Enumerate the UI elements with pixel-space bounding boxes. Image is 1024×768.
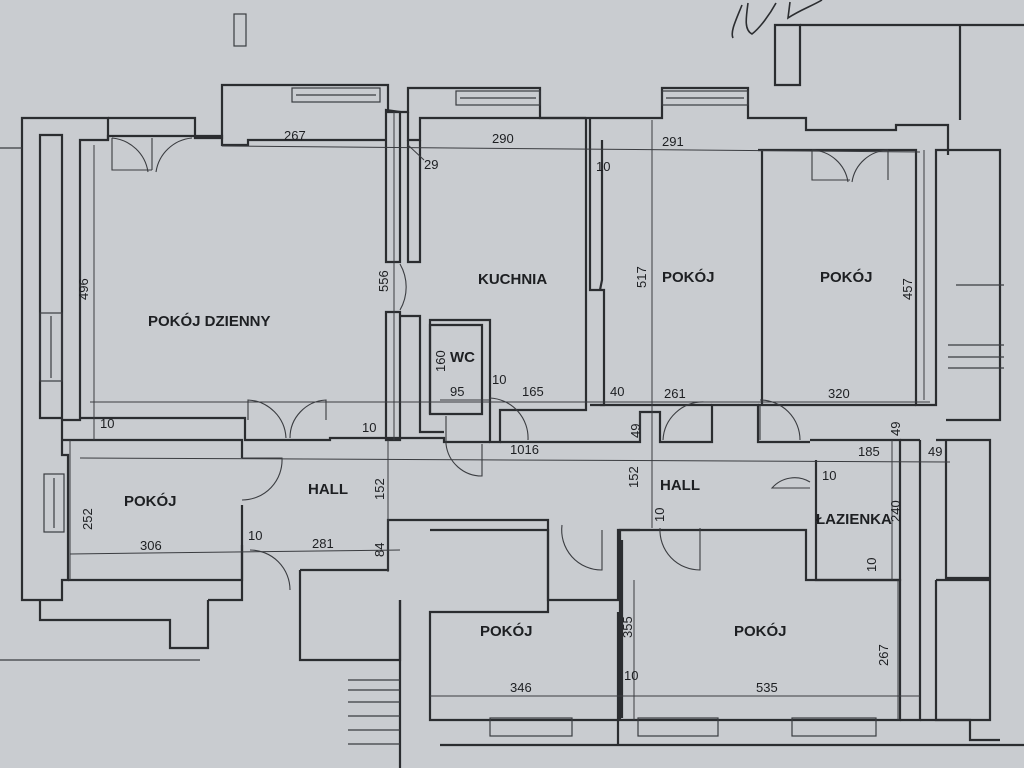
- dimension-lines: [69, 112, 951, 720]
- dimension-label: 84: [372, 543, 387, 557]
- walls: [20, 23, 1024, 768]
- dimension-label: 29: [424, 157, 438, 172]
- dimension-label: 152: [372, 478, 387, 500]
- dimension-label: 49: [628, 424, 643, 438]
- room-label-room-bottom-right: POKÓJ: [734, 622, 787, 640]
- dimension-label: 10: [492, 372, 506, 387]
- dimension-label: 10: [248, 528, 262, 543]
- dimension-label: 457: [900, 278, 915, 300]
- room-label-room-bottom-left: POKÓJ: [480, 622, 533, 640]
- dimension-label: 556: [376, 270, 391, 292]
- room-label-room-top-middle: POKÓJ: [662, 268, 715, 286]
- dimension-label: 261: [664, 386, 686, 401]
- room-label-hall-right: HALL: [660, 477, 700, 494]
- dimension-label: 49: [928, 444, 942, 459]
- dimension-label: 517: [634, 266, 649, 288]
- dimension-label: 10: [100, 416, 114, 431]
- dimension-label: 95: [450, 384, 464, 399]
- dimension-label: 291: [662, 134, 684, 149]
- room-label-room-top-right: POKÓJ: [820, 268, 873, 286]
- dimension-label: 346: [510, 680, 532, 695]
- room-label-bathroom: ŁAZIENKA: [816, 511, 892, 528]
- dimension-label: 252: [80, 508, 95, 530]
- room-label-kitchen: KUCHNIA: [478, 271, 547, 288]
- dimension-label: 355: [620, 616, 635, 638]
- dimension-label: 290: [492, 131, 514, 146]
- dimension-label: 152: [626, 466, 641, 488]
- dimension-label: 10: [362, 420, 376, 435]
- dimension-label: 10: [596, 159, 610, 174]
- handwritten-mark: [731, 0, 823, 39]
- dimension-label: 267: [876, 644, 891, 666]
- dimension-label: 40: [610, 384, 624, 399]
- room-label-room-left: POKÓJ: [124, 492, 177, 510]
- dimension-label: 1016: [510, 442, 539, 457]
- room-label-hall-left: HALL: [308, 481, 348, 498]
- dimension-label: 281: [312, 536, 334, 551]
- dimension-label: 10: [864, 558, 879, 572]
- dimension-label: 496: [76, 278, 91, 300]
- room-label-living-room: POKÓJ DZIENNY: [148, 312, 271, 330]
- dimension-label: 49: [888, 422, 903, 436]
- dimension-label: 160: [433, 350, 448, 372]
- dimension-label: 267: [284, 128, 306, 143]
- dimension-label: 320: [828, 386, 850, 401]
- dimension-label: 185: [858, 444, 880, 459]
- dimension-label: 535: [756, 680, 778, 695]
- dimension-labels: 267 290 291 29 10 496 556 517 457 160 95…: [76, 128, 942, 695]
- dimension-label: 10: [822, 468, 836, 483]
- dimension-label: 10: [624, 668, 638, 683]
- room-label-wc: WC: [450, 349, 475, 366]
- dimension-label: 165: [522, 384, 544, 399]
- dimension-label: 240: [888, 500, 903, 522]
- windows: [0, 13, 1004, 745]
- doors: [111, 137, 889, 591]
- room-labels: POKÓJ DZIENNY KUCHNIA WC POKÓJ POKÓJ POK…: [124, 268, 892, 640]
- dimension-label: 306: [140, 538, 162, 553]
- dimension-label: 10: [652, 508, 667, 522]
